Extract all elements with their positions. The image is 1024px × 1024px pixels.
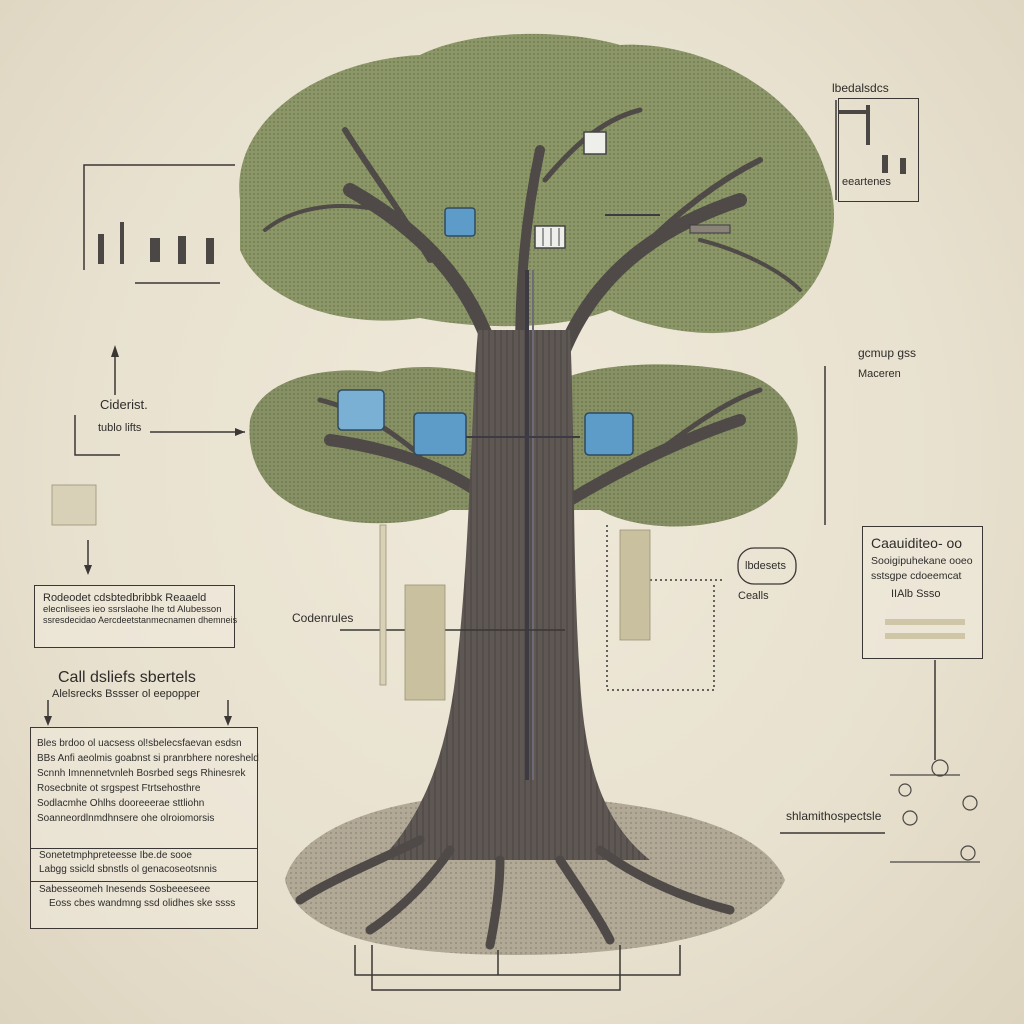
right-pill-sub: Cealls: [738, 590, 769, 602]
left-summary-line-2: elecnlisees ieo ssrslaohe Ihe td Alubess…: [43, 604, 222, 615]
top-right-title: lbedalsdcs: [832, 81, 889, 95]
left-summary-box: Rodeodet cdsbtedbribbk Reaaeld elecnlise…: [34, 585, 238, 648]
big-desc-divider-2: [31, 881, 257, 882]
left-summary-line-3: ssresdecidao Aercdeetstanmecnamen dhemne…: [43, 615, 238, 625]
mid-left-title: Ciderist.: [100, 397, 148, 412]
right-info-line-4: IIAlb Ssso: [891, 588, 941, 600]
right-info-line-3: sstsgpe cdoeemcat: [871, 570, 962, 582]
gear-cluster: [890, 759, 980, 863]
trunk: [295, 270, 735, 950]
right-pill-shape: [737, 547, 797, 585]
big-desc-divider-1: [31, 848, 257, 849]
big-desc-footer-4: Eoss cbes wandmng ssd olidhes ske ssss: [49, 898, 236, 909]
big-desc-line-4: Rosecbnite ot srgspest Ftrtsehosthre: [37, 783, 201, 794]
big-desc-line-2: BBs Anfi aeolmis goabnst si pranrbhere n…: [37, 753, 259, 764]
big-desc-line-3: Scnnh Imnennetvnleh Bosrbed segs Rhinesr…: [37, 768, 246, 779]
right-info-line-1: Caauiditeo- oo: [871, 535, 963, 551]
big-desc-footer-3: Sabesseomeh Inesends Sosbeeeseee: [39, 884, 211, 895]
right-info-line-2: Sooigipuhekane ooeo: [871, 555, 973, 567]
top-right-frame: [838, 98, 919, 202]
left-section-title: Call dsliefs sbertels: [58, 669, 196, 686]
big-desc-footer-2: Labgg ssicld sbnstls ol genacoseotsnnis: [39, 864, 217, 875]
right-mid-sub: Maceren: [858, 368, 901, 380]
center-callout-label: Codenrules: [292, 611, 354, 625]
big-description-box: Bles brdoo ol uacsess ol!sbelecsfaevan e…: [30, 727, 259, 929]
big-desc-line-6: Soanneordlnmdhnsere ohe olroiomorsis: [37, 813, 215, 824]
right-info-bar-2: [885, 633, 965, 639]
bottom-right-label: shlamithospectsle: [786, 809, 882, 823]
arrow-heads: [44, 345, 245, 726]
big-desc-line-1: Bles brdoo ol uacsess ol!sbelecsfaevan e…: [37, 738, 242, 749]
big-desc-line-5: Sodlacmhe Ohlhs dooreeerae sttliohn: [37, 798, 205, 809]
mid-left-sub: tublo lifts: [98, 422, 142, 434]
right-info-box: Caauiditeo- oo Sooigipuhekane ooeo sstsg…: [862, 526, 983, 659]
left-section-sub: Alelsrecks Bssser ol eepopper: [52, 688, 200, 700]
pictogram-marks: [98, 105, 906, 264]
left-summary-line-1: Rodeodet cdsbtedbribbk Reaaeld: [43, 592, 207, 604]
top-right-sub: eeartenes: [842, 176, 891, 188]
right-pill-label: lbdesets: [745, 560, 786, 572]
tree-devices: [337, 131, 731, 456]
right-info-bar-1: [885, 619, 965, 625]
big-desc-footer-1: Sonetetmphpreteesse Ibe.de sooe: [39, 850, 192, 861]
stacked-blocks: [51, 484, 651, 701]
connector-lines: [47, 100, 936, 991]
right-mid-title: gcmup gss: [858, 346, 917, 360]
